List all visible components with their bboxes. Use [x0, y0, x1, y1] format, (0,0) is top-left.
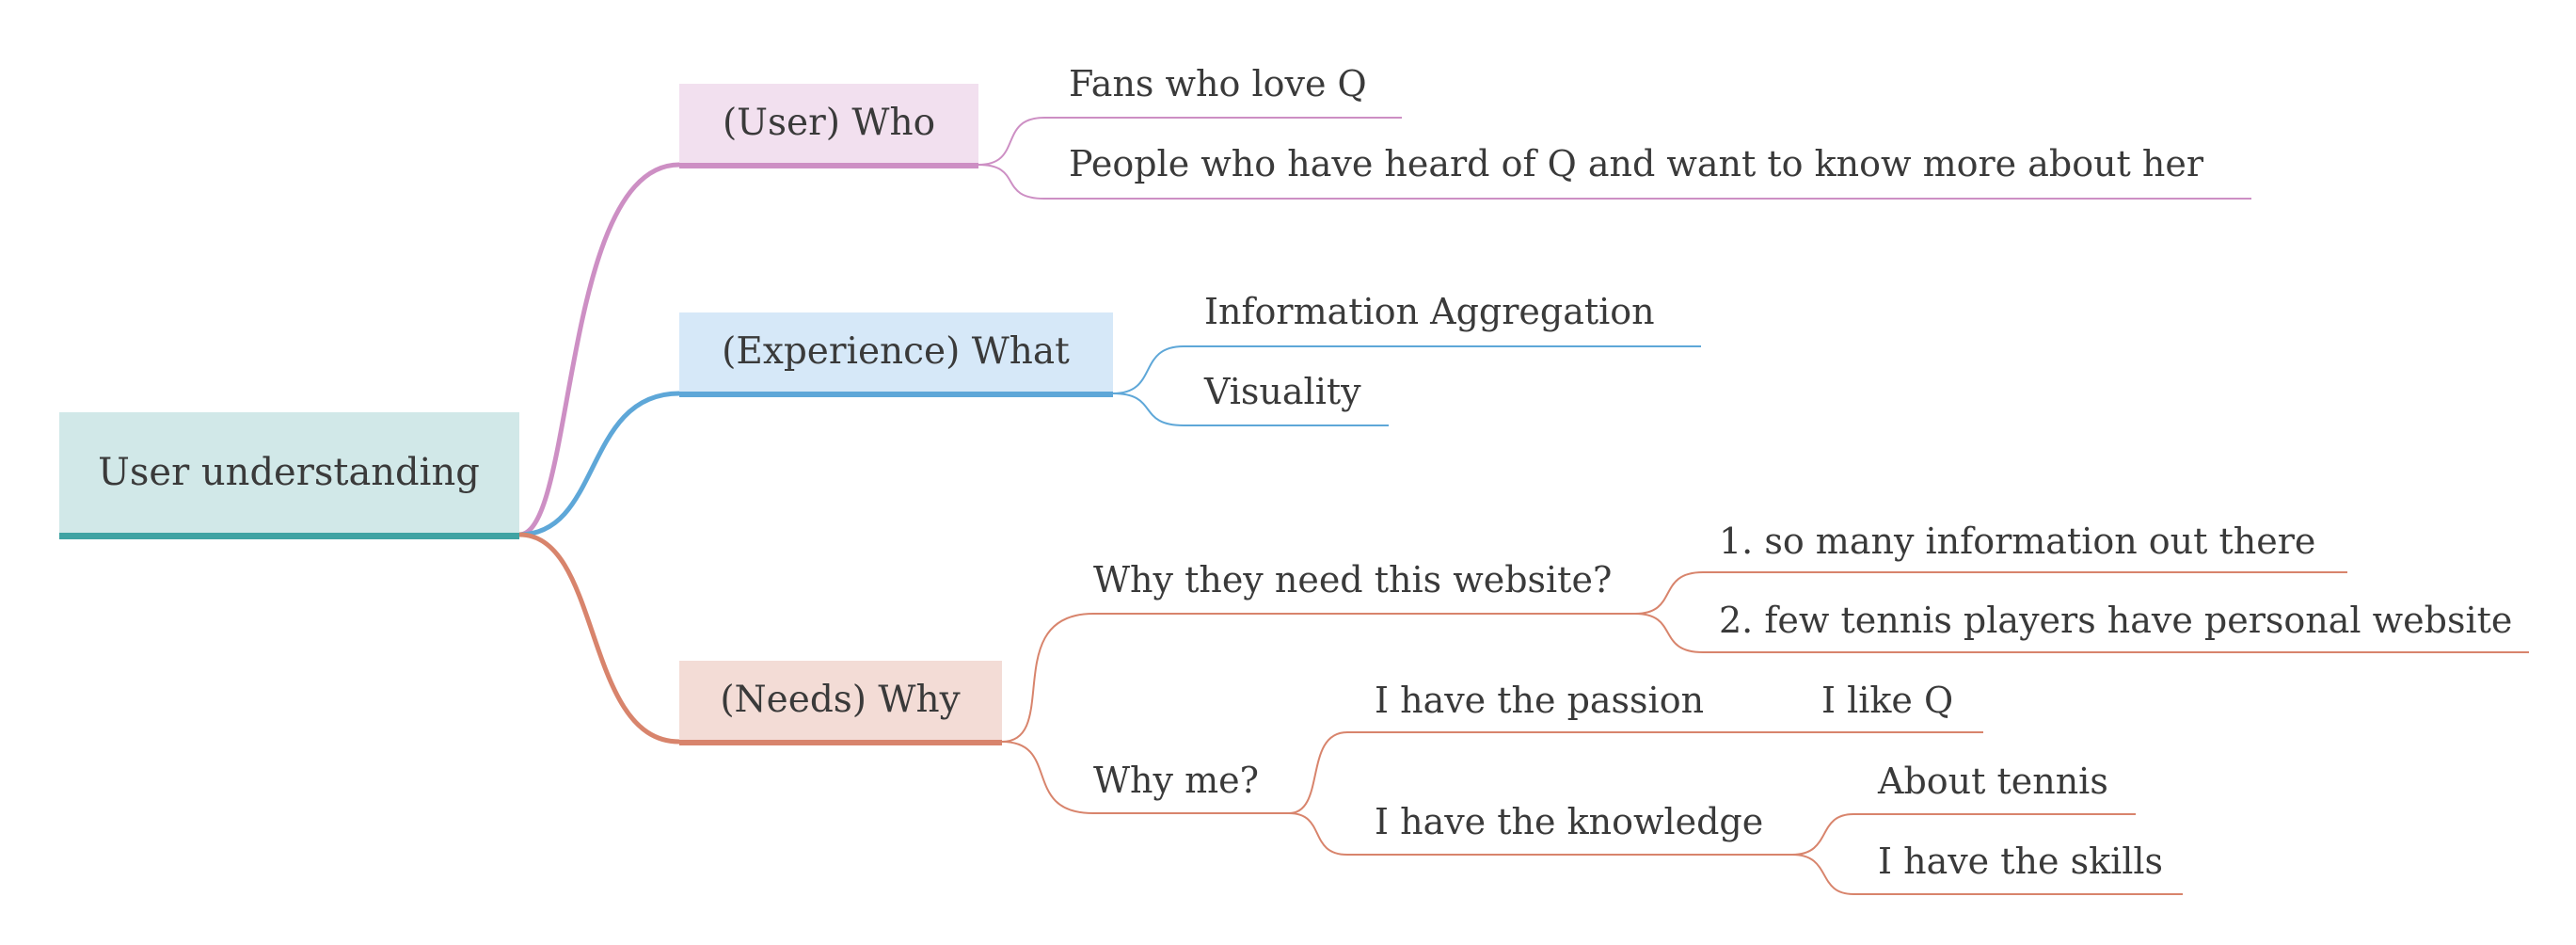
- why-node-underline: [679, 740, 1002, 745]
- connector-why-me: [1001, 741, 1289, 814]
- knowledge-item-tennis[interactable]: About tennis: [1877, 761, 2108, 802]
- root-node[interactable]: User understanding: [59, 412, 519, 539]
- connector-who-people: [978, 164, 2251, 200]
- connector-website-reason1: [1634, 571, 2347, 615]
- who-item-people[interactable]: People who have heard of Q and want to k…: [1069, 143, 2204, 184]
- connector-whyme-knowledge: [1288, 812, 1792, 856]
- knowledge-label[interactable]: I have the knowledge: [1375, 801, 1763, 842]
- passion-label[interactable]: I have the passion: [1375, 680, 1704, 721]
- website-reason-2[interactable]: 2. few tennis players have personal webs…: [1719, 600, 2512, 641]
- why-need-website-label[interactable]: Why they need this website?: [1093, 559, 1612, 601]
- connector-root-why: [518, 532, 680, 745]
- why-node-box: [679, 661, 1002, 742]
- root-node-box: [59, 412, 519, 535]
- why-node-label: (Needs) Why: [720, 679, 960, 721]
- connector-whyme-passion: [1288, 731, 1797, 814]
- who-node-box: [679, 84, 978, 165]
- connector-website-reason2: [1634, 613, 2529, 653]
- what-node-label: (Experience) What: [722, 330, 1070, 373]
- website-reason-1[interactable]: 1. so many information out there: [1719, 521, 2315, 562]
- what-node[interactable]: (Experience) What: [679, 312, 1113, 397]
- what-item-information-aggregation[interactable]: Information Aggregation: [1204, 291, 1655, 332]
- connector-who-fans: [978, 117, 1402, 166]
- what-node-underline: [679, 392, 1113, 397]
- connector-what-info: [1112, 345, 1701, 394]
- what-item-visuality[interactable]: Visuality: [1203, 371, 1361, 412]
- why-me-label[interactable]: Why me?: [1093, 760, 1259, 801]
- passion-item-like-q[interactable]: I like Q: [1821, 680, 1953, 721]
- connector-why-website: [1001, 613, 1635, 743]
- connector-what-visuality: [1112, 392, 1389, 426]
- who-node-label: (User) Who: [723, 102, 935, 144]
- what-node-box: [679, 312, 1113, 393]
- knowledge-item-skills[interactable]: I have the skills: [1878, 841, 2163, 882]
- root-node-label: User understanding: [98, 451, 480, 494]
- who-node-underline: [679, 163, 978, 168]
- why-node[interactable]: (Needs) Why: [679, 661, 1002, 745]
- who-item-fans[interactable]: Fans who love Q: [1069, 63, 1367, 104]
- connector-root-who: [518, 162, 680, 537]
- who-node[interactable]: (User) Who: [679, 84, 978, 168]
- root-node-underline: [59, 533, 519, 539]
- connector-knowledge-skills: [1791, 854, 2183, 895]
- connector-knowledge-tennis: [1791, 813, 2136, 856]
- connector-root-what: [518, 391, 680, 537]
